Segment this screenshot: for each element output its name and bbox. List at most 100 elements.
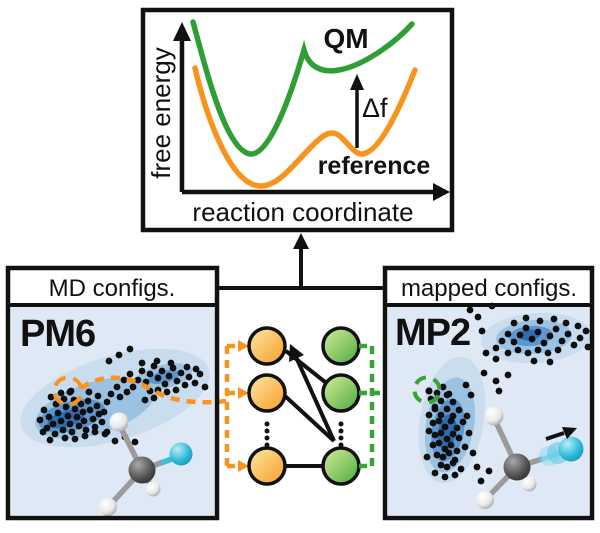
up-arrowhead-icon [293,233,309,249]
output-node [321,326,361,366]
scatter-dot [453,424,461,432]
input-arrowhead-icon [238,387,249,399]
md-panel-header: MD configs. [49,275,176,302]
scatter-dot [435,439,443,447]
scatter-dot [94,392,102,400]
scatter-dot [425,411,433,419]
scatter-dot [141,396,149,404]
delta-f-label: Δf [362,93,388,123]
mp2-label: MP2 [395,312,470,354]
scatter-dot [584,343,592,351]
scatter-dot [437,429,445,437]
scatter-dot [451,471,459,479]
scatter-dot [498,337,506,345]
scatter-dot [431,469,439,477]
scatter-dot [167,359,175,367]
scatter-dot [177,369,185,377]
scatter-dot [522,324,530,332]
scatter-dot [477,477,485,485]
scatter-dot [443,435,451,443]
neural-network [224,326,416,486]
scatter-dot [562,319,570,327]
scatter-dot [116,393,124,401]
scatter-dot [431,405,439,413]
scatter-dot [554,346,562,354]
scatter-dot [105,357,113,365]
scatter-dot [81,432,89,440]
scatter-dot [469,449,477,457]
pm6-label: PM6 [20,313,95,355]
scatter-dot [196,370,204,378]
scatter-dot [173,377,181,385]
scatter-dot [546,358,554,366]
scatter-dot [84,397,92,405]
scatter-dot [146,370,154,378]
scatter-dot [85,388,93,396]
scatter-dot [103,428,111,436]
scatter-dot [153,357,161,365]
scatter-dot [172,386,180,394]
scatter-points [423,302,592,485]
scatter-dot [161,380,169,388]
scatter-dot [437,461,445,469]
scatter-dot [467,391,475,399]
scatter-dot [522,314,530,322]
scatter-dot [582,327,590,335]
scatter-dot [558,337,566,345]
scatter-dot [459,418,467,426]
scatter-dot [429,441,437,449]
scatter-dot [192,365,200,373]
hydrogen-atom [521,476,537,492]
scatter-dot [461,443,469,451]
scatter-dot [437,411,445,419]
scatter-dot [191,379,199,387]
scatter-dot [495,387,503,395]
hydrogen-atom [484,406,504,426]
scatter-dot [482,349,490,357]
scatter-dot [163,388,171,396]
carbon-atom [503,453,531,481]
scatter-dot [473,463,481,471]
scatter-dot [480,369,488,377]
scatter-dot [57,417,65,425]
scatter-dot [39,428,47,436]
scatter-dot [57,389,65,397]
motion-arrow [545,431,565,441]
scatter-dot [79,408,87,416]
config-to-network-dashed-path [79,375,227,405]
scatter-dot [465,429,473,437]
scatter-dot [100,408,108,416]
scatter-dot [68,428,76,436]
scatter-dot [138,359,146,367]
scatter-dot [51,430,59,438]
md-panel-border [5,265,220,521]
hydrogen-atom [476,491,494,509]
y-axis-arrowhead-icon [173,22,191,41]
mapped-configs-panel: mapped configs. MP2 [382,265,595,521]
mapped-config-point [425,387,433,395]
scatter-dot [534,328,542,336]
scatter-dot [201,383,209,391]
motion-arrowhead-icon [562,427,577,439]
selected-config-point [66,388,74,396]
scatter-dot [40,406,48,414]
scatter-dot [485,467,493,475]
scatter-dot [423,453,431,461]
scatter-dot [435,417,443,425]
scatter-dot [437,397,445,405]
network-nodes [247,326,361,486]
scatter-dot [449,459,457,467]
scatter-dot [91,423,99,431]
scatter-dot [534,346,542,354]
carbon-atom [128,456,156,484]
scatter-dot [36,416,44,424]
scatter-dot [492,355,500,363]
input-node [247,446,287,486]
network-connections [283,349,336,468]
hydrogen-atom [145,481,161,497]
mp2-panel-border [382,265,595,521]
input-arrowhead-icon [238,460,249,472]
scatter-points [36,345,209,446]
